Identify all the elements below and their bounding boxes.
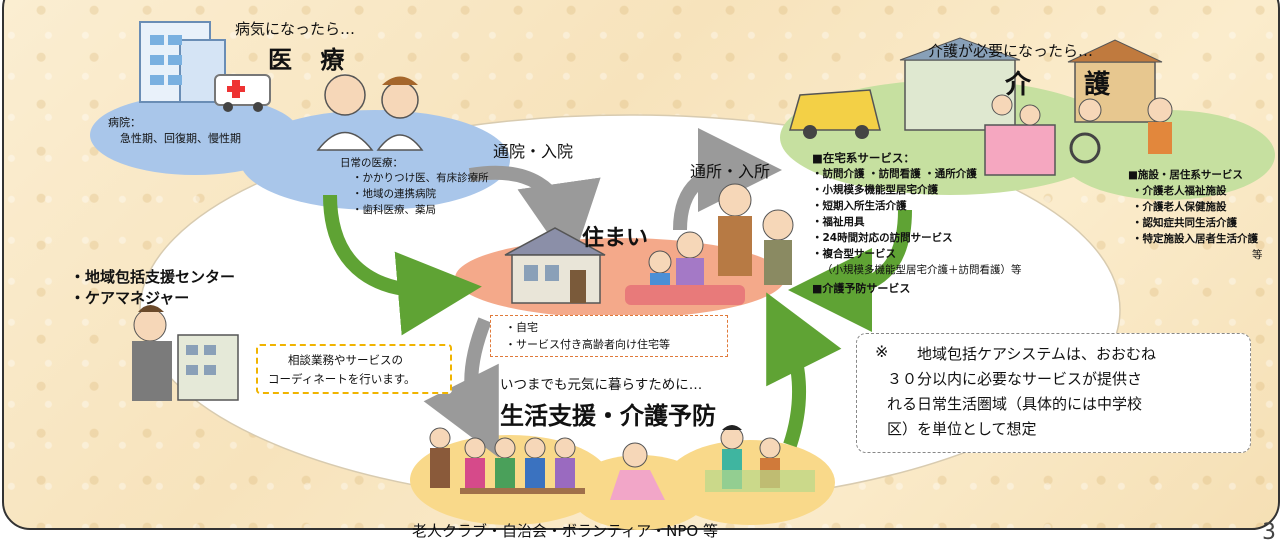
daily-medical-label-1: 日常の医療： — [340, 157, 403, 169]
tsusho-label: 通所・入所 — [690, 162, 771, 181]
page-number: 3 — [1262, 520, 1276, 540]
arrow-care-to-housing — [788, 209, 912, 332]
hospital-building-icon — [139, 21, 226, 103]
consult-line-1: 相談業務やサービスの — [288, 353, 403, 367]
support-footer: 老人クラブ・自治会・ボランティア・NPO 等 — [412, 522, 718, 540]
daily-medical-region — [240, 110, 510, 210]
housing-title: 住まい — [582, 226, 649, 251]
medical-heading: 病気になったら… — [235, 20, 356, 38]
facility-service-line-3: ・介護老人保健施設 — [1132, 201, 1227, 213]
note-mark: ※ — [875, 342, 889, 361]
arrow-housing-to-support — [423, 317, 499, 458]
home-service-line-5: ・福祉用具 — [812, 216, 865, 228]
support-title: 生活支援・介護予防 — [500, 402, 716, 430]
center-label-1: ・地域包括支援センター — [70, 268, 236, 286]
tsuin-label: 通院・入院 — [493, 142, 574, 161]
medical-title: 医 療 — [268, 46, 355, 74]
home-service-line-4: ・短期入所生活介護 — [812, 200, 907, 212]
wheelchair-icon — [1069, 97, 1173, 164]
house-icon — [504, 227, 606, 304]
home-service-line-6: ・24時間対応の訪問サービス — [812, 232, 953, 244]
care-heading: 介護が必要になったら… — [928, 42, 1094, 60]
care-manager-icon — [132, 305, 239, 401]
facility-service-line-2: ・介護老人福祉施設 — [1132, 185, 1227, 197]
consult-box: 相談業務やサービスの コーディネートを行います。 — [256, 344, 452, 394]
doctors-icon — [316, 74, 424, 151]
family-icon — [625, 183, 794, 305]
home-service-line-7: ・複合型サービス — [812, 248, 896, 260]
facility-service-line-1: ■施設・居住系サービス — [1128, 169, 1243, 181]
facility-service-line-6: 等 — [1252, 249, 1263, 261]
facility-service-line-5: ・特定施設入居者生活介護 — [1132, 233, 1258, 245]
care-facility-icon — [899, 37, 1163, 131]
housing-type-2: ・サービス付き高齢者向け住宅等 — [505, 338, 670, 351]
daily-medical-label-4: ・歯科医療、薬局 — [352, 204, 436, 216]
ambulance-icon — [214, 74, 271, 112]
arrow-support-to-housing — [766, 292, 842, 448]
arrow-housing-to-care — [673, 128, 782, 231]
home-service-line-8: （小規模多機能型居宅介護＋訪問看護）等 — [822, 264, 1022, 276]
seniors-bench-icon — [429, 427, 585, 494]
exercise-senior-icon — [610, 442, 665, 500]
note-line-4: 区）を単位として想定 — [887, 420, 1037, 438]
facility-service-line-4: ・認知症共同生活介護 — [1132, 217, 1237, 229]
care-van-icon — [789, 89, 881, 139]
arrow-medical-to-housing — [323, 194, 482, 336]
daily-medical-label-3: ・地域の連携病院 — [352, 188, 436, 200]
housing-types-box: ・自宅 ・サービス付き高齢者向け住宅等 — [490, 315, 728, 357]
care-title: 介 護 — [1005, 70, 1133, 100]
hospital-label-1: 病院： — [108, 116, 141, 129]
consult-line-2: コーディネートを行います。 — [268, 372, 416, 386]
bath-care-icon — [984, 94, 1056, 176]
center-label-2: ・ケアマネジャー — [70, 289, 190, 307]
home-service-line-3: ・小規模多機能型居宅介護 — [812, 184, 938, 196]
housing-type-1: ・自宅 — [505, 321, 538, 334]
note-box: ※ 地域包括ケアシステムは、おおむね ３０分以内に必要なサービスが提供さ れる日… — [856, 333, 1251, 453]
support-heading: いつまでも元気に暮らすために… — [500, 377, 703, 393]
volunteer-helper-icon — [705, 425, 815, 492]
home-service-line-9: ■介護予防サービス — [812, 282, 911, 295]
note-line-3: れる日常生活圏域（具体的には中学校 — [887, 395, 1143, 413]
home-service-line-1: ■在宅系サービス： — [812, 151, 915, 165]
hospital-label-2: 急性期、回復期、慢性期 — [120, 132, 241, 145]
note-line-1: 地域包括ケアシステムは、おおむね — [917, 345, 1156, 363]
daily-medical-label-2: ・かかりつけ医、有床診療所 — [352, 172, 489, 184]
note-line-2: ３０分以内に必要なサービスが提供さ — [887, 370, 1143, 388]
home-service-line-2: ・訪問介護 ・訪問看護 ・通所介護 — [812, 168, 977, 180]
arrow-housing-to-medical — [468, 165, 601, 267]
